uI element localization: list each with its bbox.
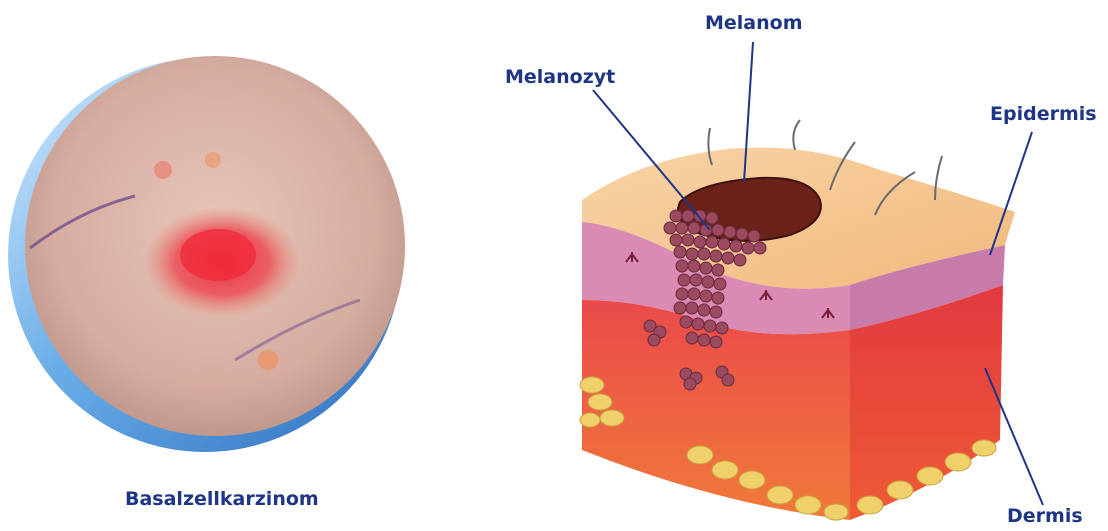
- lesion-core: [180, 229, 256, 281]
- label-dermis: Dermis: [1007, 505, 1083, 527]
- leader-epidermis: [990, 132, 1032, 255]
- photo-basalzellkarzinom: [8, 56, 405, 452]
- caption-basalzellkarzinom: Basalzellkarzinom: [125, 488, 319, 510]
- label-melanom: Melanom: [705, 12, 803, 34]
- lesion-spot: [205, 152, 221, 168]
- label-epidermis: Epidermis: [990, 103, 1097, 125]
- lesion-spot: [154, 161, 172, 179]
- skin-cross-section: [580, 120, 1015, 520]
- lesion-spot: [258, 350, 278, 370]
- label-melanozyt: Melanozyt: [505, 66, 615, 88]
